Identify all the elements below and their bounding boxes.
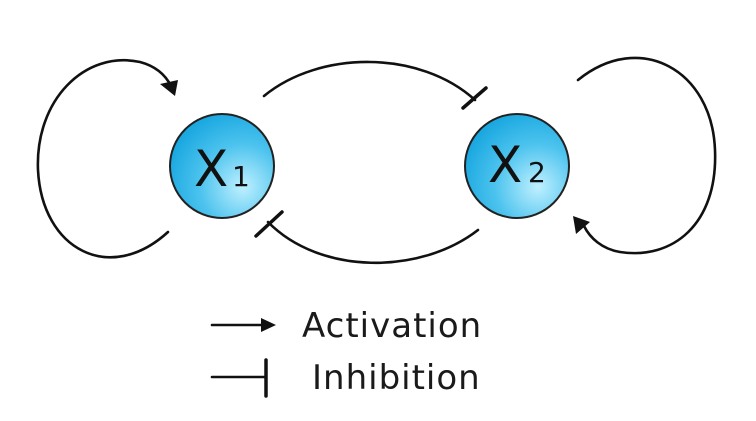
x1-to-x2-inhibition-edge <box>262 60 488 110</box>
node-x2: X 2 <box>464 113 570 219</box>
node-x2-subscript: 2 <box>528 156 546 189</box>
node-x1-letter: X <box>194 140 228 198</box>
node-x2-circle <box>464 113 570 219</box>
x2-self-activation-edge <box>573 56 717 255</box>
x1-self-arrowhead <box>160 80 178 96</box>
x2-self-arrowhead <box>573 216 590 234</box>
legend-activation: Activation <box>210 306 482 346</box>
activation-arrow-icon <box>261 318 276 332</box>
node-x2-letter: X <box>488 136 522 194</box>
x2-to-x1-inhibition-edge <box>254 210 480 265</box>
node-x1: X 1 <box>169 113 275 219</box>
legend-inhibition: Inhibition <box>210 358 481 398</box>
legend: Activation Inhibition <box>210 306 482 398</box>
x1-self-activation-edge <box>36 59 178 259</box>
node-x1-subscript: 1 <box>232 160 250 193</box>
activation-label: Activation <box>302 306 482 346</box>
x1-to-x2-inhibition-bar <box>461 86 488 110</box>
inhibition-label: Inhibition <box>312 358 481 398</box>
node-x1-circle <box>169 113 275 219</box>
x2-to-x1-inhibition-bar <box>254 210 284 238</box>
